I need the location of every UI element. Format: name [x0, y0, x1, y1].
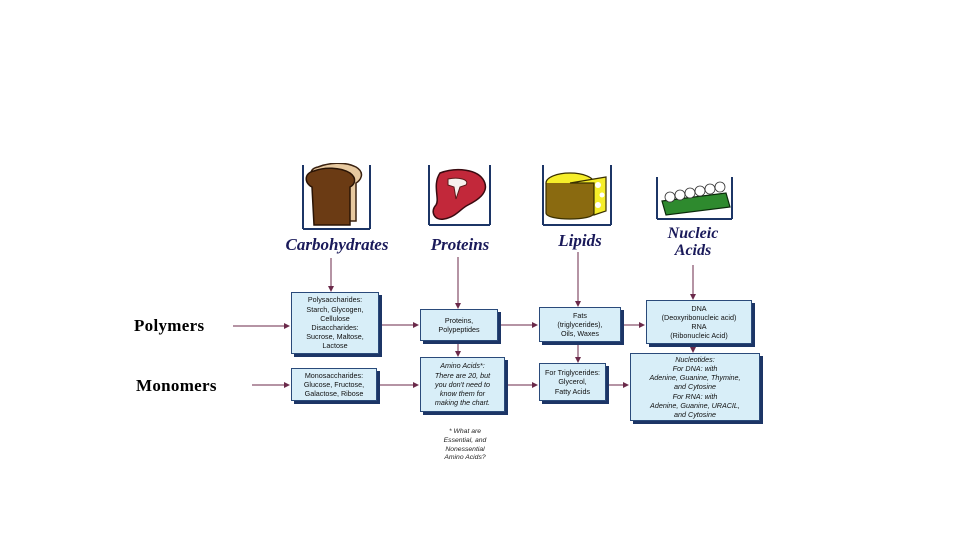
row-label-polymers: Polymers — [134, 316, 205, 335]
heading-carbohydrates: Carbohydrates — [285, 235, 389, 254]
box-lipid-monomer-text: For Triglycerides: Glycerol, Fatty Acids — [544, 368, 601, 396]
heading-proteins: Proteins — [430, 235, 490, 254]
box-protein-polymer-text: Proteins, Polypeptides — [438, 315, 480, 334]
steak-icon — [426, 163, 494, 231]
box-lipid-monomer: For Triglycerides: Glycerol, Fatty Acids — [539, 363, 606, 401]
heading-nucleic-acids: Nucleic Acids — [667, 225, 719, 259]
heading-lipids: Lipids — [558, 231, 602, 250]
box-carb-polymer-text: Polysaccharides: Starch, Glycogen, Cellu… — [306, 295, 364, 351]
box-nucleic-polymer-text: DNA (Deoxyribonucleic acid) RNA (Ribonuc… — [661, 303, 737, 341]
row-label-monomers: Monomers — [136, 376, 217, 395]
box-carb-monomer-text: Monosaccharides: Glucose, Fructose, Gala… — [303, 370, 365, 399]
eggs-carton-icon — [654, 175, 734, 223]
box-protein-polymer: Proteins, Polypeptides — [420, 309, 498, 341]
box-nucleic-monomer: Nucleotides: For DNA: with Adenine, Guan… — [630, 353, 760, 421]
bread-icon — [300, 162, 372, 233]
box-nucleic-polymer: DNA (Deoxyribonucleic acid) RNA (Ribonuc… — [646, 300, 752, 344]
box-nucleic-monomer-text: Nucleotides: For DNA: with Adenine, Guan… — [649, 354, 741, 420]
amino-acids-footnote: * What are Essential, and Nonessential A… — [443, 428, 487, 462]
cheese-icon — [540, 163, 614, 229]
box-protein-monomer: Amino Acids*: There are 20, but you don'… — [420, 357, 505, 412]
box-protein-monomer-text: Amino Acids*: There are 20, but you don'… — [434, 361, 491, 408]
box-carb-polymer: Polysaccharides: Starch, Glycogen, Cellu… — [291, 292, 379, 354]
box-lipid-polymer: Fats (triglycerides), Oils, Waxes — [539, 307, 621, 342]
box-carb-monomer: Monosaccharides: Glucose, Fructose, Gala… — [291, 368, 377, 401]
box-lipid-polymer-text: Fats (triglycerides), Oils, Waxes — [557, 310, 603, 339]
